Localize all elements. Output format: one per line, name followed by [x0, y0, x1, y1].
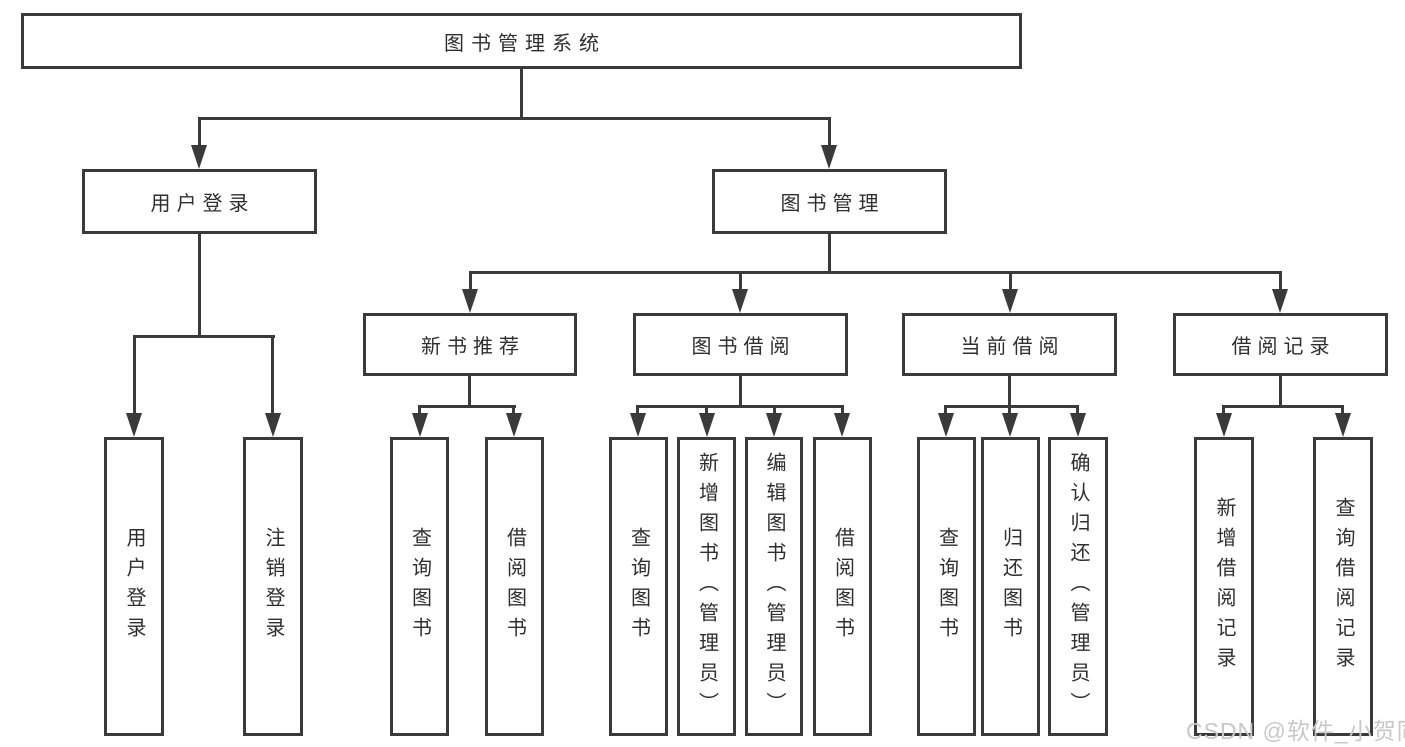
arrowhead-user-login: [191, 145, 207, 169]
arrowhead-bb-leaf1: [699, 413, 715, 437]
connector-root-drop: [520, 66, 523, 118]
node-root: 图书管理系统: [21, 13, 1022, 69]
arrowhead-bb-leaf2: [766, 413, 782, 437]
connector-stem-nb-leaf0: [418, 405, 421, 417]
connector-stem-book-borrow: [739, 271, 742, 293]
arrowhead-book-mgmt: [821, 145, 837, 169]
arrowhead-nb-leaf1: [506, 413, 522, 437]
connector-stem-cb-leaf0: [944, 405, 947, 417]
node-borrow-record: 借阅记录: [1173, 313, 1388, 376]
node-current-borrow: 当前借阅: [902, 313, 1117, 376]
arrowhead-bb-leaf0: [630, 413, 646, 437]
node-book-borrow: 图书借阅: [633, 313, 848, 376]
connector-stem-nb-leaf1: [512, 405, 515, 417]
connector-stem-borrow-record: [1279, 271, 1282, 293]
csdn-watermark: CSDN @软件_小贺同学: [1186, 718, 1405, 744]
connector-book-mgmt-drop: [828, 232, 831, 273]
arrowhead-cb-leaf2: [1070, 413, 1086, 437]
leaf-cb-confirm-return-admin-label: 确认归还（管理员）: [1067, 451, 1089, 722]
connector-borrow-record-drop: [1279, 374, 1282, 408]
leaf-bb-edit-book-admin: 编辑图书（管理员）: [745, 437, 803, 736]
leaf-cb-confirm-return-admin: 确认归还（管理员）: [1048, 437, 1108, 736]
leaf-br-search-record-label: 查询借阅记录: [1332, 496, 1354, 677]
node-user-login: 用户登录: [82, 169, 317, 234]
leaf-user-login: 用户登录: [104, 437, 164, 736]
connector-new-book-rail: [418, 405, 516, 408]
leaf-br-search-record: 查询借阅记录: [1313, 437, 1373, 736]
node-current-borrow-label: 当前借阅: [960, 336, 1065, 358]
node-root-label: 图书管理系统: [444, 32, 606, 55]
arrowhead-br-leaf1: [1335, 413, 1351, 437]
leaf-bb-add-book-admin: 新增图书（管理员）: [677, 437, 736, 736]
connector-new-book-drop: [468, 374, 471, 408]
connector-stem-logout-leaf: [271, 335, 274, 415]
connector-user-login-drop: [198, 232, 201, 338]
connector-stem-book-mgmt: [828, 117, 831, 147]
connector-user-login-rail: [133, 335, 275, 338]
leaf-cb-return-book: 归还图书: [981, 437, 1040, 736]
arrowhead-logout-leaf: [265, 413, 281, 437]
leaf-br-add-record: 新增借阅记录: [1194, 437, 1254, 736]
connector-stem-bb-leaf0: [636, 405, 639, 417]
leaf-nb-borrow-book: 借阅图书: [485, 437, 544, 736]
connector-stem-bb-leaf1: [705, 405, 708, 417]
node-book-mgmt-label: 图书管理: [780, 193, 885, 215]
leaf-bb-search-book: 查询图书: [609, 437, 668, 736]
arrowhead-login-leaf: [126, 413, 142, 437]
node-borrow-record-label: 借阅记录: [1231, 336, 1336, 358]
arrowhead-book-borrow: [732, 289, 748, 313]
connector-stem-br-leaf0: [1222, 405, 1225, 417]
arrowhead-borrow-record: [1272, 289, 1288, 313]
leaf-cb-search-book: 查询图书: [917, 437, 976, 736]
connector-level2-rail: [198, 117, 831, 120]
connector-stem-new-book: [469, 271, 472, 293]
arrowhead-cb-leaf1: [1002, 413, 1018, 437]
leaf-br-add-record-label: 新增借阅记录: [1213, 496, 1235, 677]
leaf-bb-search-book-label: 查询图书: [627, 526, 650, 647]
leaf-nb-search-book: 查询图书: [390, 437, 449, 736]
leaf-nb-search-book-label: 查询图书: [408, 526, 431, 647]
leaf-bb-borrow-book: 借阅图书: [813, 437, 872, 736]
leaf-cb-search-book-label: 查询图书: [935, 526, 958, 647]
leaf-bb-add-book-admin-label: 新增图书（管理员）: [695, 451, 718, 722]
connector-stem-bb-leaf3: [841, 405, 844, 417]
connector-stem-br-leaf1: [1341, 405, 1344, 417]
leaf-bb-edit-book-admin-label: 编辑图书（管理员）: [763, 451, 785, 722]
arrowhead-nb-leaf0: [412, 413, 428, 437]
leaf-cb-return-book-label: 归还图书: [999, 526, 1022, 647]
connector-stem-login-leaf: [133, 335, 136, 415]
node-book-borrow-label: 图书借阅: [691, 336, 796, 358]
connector-stem-cb-leaf1: [1008, 405, 1011, 417]
connector-borrow-record-rail: [1222, 405, 1344, 408]
node-new-book-label: 新书推荐: [421, 336, 525, 358]
connector-book-borrow-drop: [739, 374, 742, 408]
connector-book-borrow-rail: [636, 405, 844, 408]
connector-stem-current-borrow: [1009, 271, 1012, 293]
connector-current-borrow-drop: [1008, 374, 1011, 408]
connector-stem-cb-leaf2: [1076, 405, 1079, 417]
arrowhead-br-leaf0: [1216, 413, 1232, 437]
connector-stem-user-login: [198, 117, 201, 147]
connector-stem-bb-leaf2: [773, 405, 776, 417]
arrowhead-bb-leaf3: [834, 413, 850, 437]
arrowhead-new-book: [462, 289, 478, 313]
connector-level3-rail: [469, 271, 1282, 274]
connector-current-borrow-rail: [944, 405, 1079, 408]
leaf-nb-borrow-book-label: 借阅图书: [503, 526, 526, 647]
arrowhead-cb-leaf0: [938, 413, 954, 437]
leaf-bb-borrow-book-label: 借阅图书: [831, 526, 854, 647]
arrowhead-current-borrow: [1002, 289, 1018, 313]
node-book-mgmt: 图书管理: [712, 169, 947, 234]
leaf-logout: 注销登录: [243, 437, 303, 736]
node-user-login-label: 用户登录: [150, 193, 255, 215]
node-new-book: 新书推荐: [363, 313, 577, 376]
leaf-user-login-label: 用户登录: [123, 526, 145, 647]
leaf-logout-label: 注销登录: [262, 526, 284, 647]
